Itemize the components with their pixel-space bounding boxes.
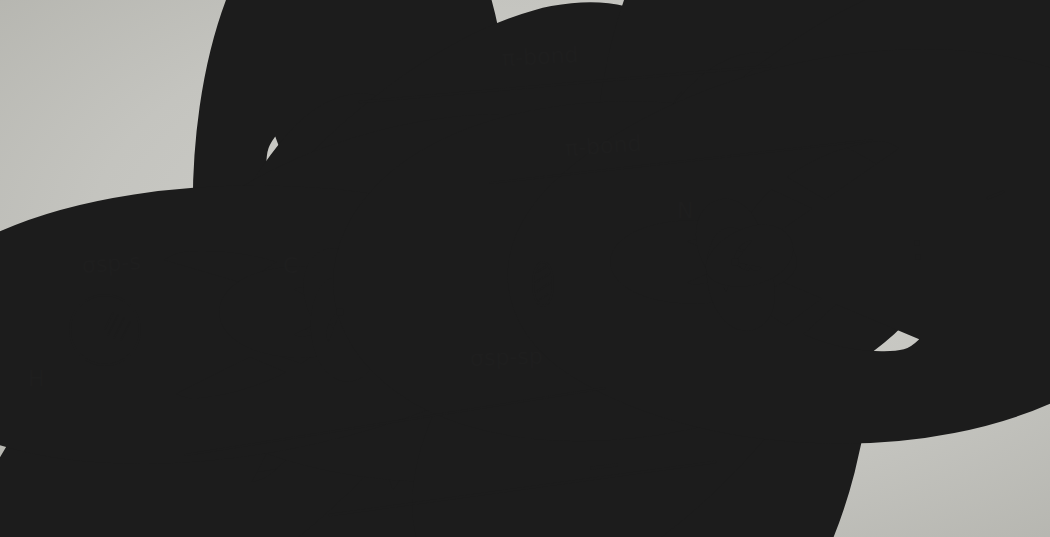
nucleus bbox=[336, 308, 344, 316]
atom-label: C bbox=[283, 255, 298, 277]
bond-label: σsp-sp bbox=[470, 345, 543, 370]
pi-bond-line bbox=[330, 462, 715, 515]
pencil-mark bbox=[592, 465, 616, 468]
lone-pair-dot bbox=[914, 240, 920, 246]
atom-label: N bbox=[677, 200, 693, 222]
atom-label: H bbox=[28, 368, 45, 390]
s-orbital bbox=[70, 295, 140, 365]
overlap-hatch bbox=[536, 266, 550, 301]
pi-bond-line bbox=[490, 140, 872, 183]
pi-bond-line bbox=[360, 66, 770, 102]
bond-label: π-bond bbox=[501, 44, 579, 70]
lone-pair-dot bbox=[915, 254, 921, 260]
bond-label: σsp-s bbox=[81, 251, 141, 277]
nucleus bbox=[731, 258, 739, 266]
overlap-region bbox=[533, 262, 553, 306]
pencil-mark bbox=[988, 192, 1003, 198]
pi-bond-line bbox=[185, 388, 605, 455]
bond-label: π-bond bbox=[564, 133, 642, 160]
overlap-hatch bbox=[105, 313, 130, 340]
